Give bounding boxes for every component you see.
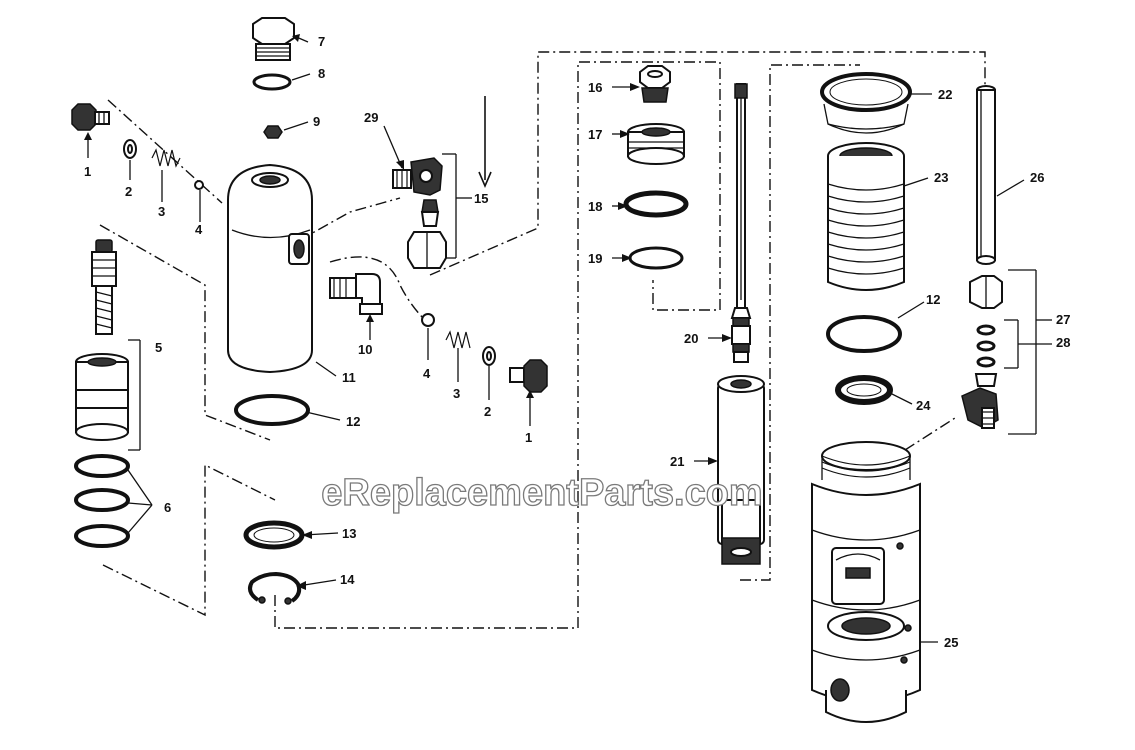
watermark-text: eReplacementParts.com xyxy=(321,472,762,514)
part-15-fitting-stack xyxy=(407,153,457,269)
part-4-ball-left xyxy=(194,180,204,190)
part-25-pump-housing xyxy=(811,441,921,723)
callout-28: 28 xyxy=(1056,335,1070,350)
part-1-plug-right xyxy=(509,359,548,393)
callout-9: 9 xyxy=(313,114,320,129)
part-6-orings xyxy=(74,454,153,548)
dash-retainer-to-stack xyxy=(274,61,721,629)
part-11-main-body xyxy=(227,163,313,374)
part-21-cylinder xyxy=(717,375,765,565)
part-27-fitting-assembly xyxy=(961,269,1037,435)
part-5-valve-stack xyxy=(75,239,141,451)
callout-2-left: 2 xyxy=(125,184,132,199)
leader-lines xyxy=(84,34,1025,643)
callout-17: 17 xyxy=(588,127,602,142)
callout-7: 7 xyxy=(318,34,325,49)
part-29-swivel-fitting xyxy=(392,157,443,196)
callout-12-left: 12 xyxy=(346,414,360,429)
part-20-piston-rod xyxy=(730,83,752,363)
part-1-plug-left xyxy=(71,103,110,131)
callout-labels: 1 2 3 4 5 6 7 8 9 10 11 12 13 14 29 15 4… xyxy=(84,34,1070,650)
part-23-threaded-sleeve xyxy=(827,142,905,291)
part-2-washer-left xyxy=(123,139,137,159)
part-22-sleeve-ring xyxy=(820,72,912,134)
part-12-oring-right xyxy=(826,315,902,353)
part-8-top-oring xyxy=(252,73,292,91)
dash-body-to-fitting xyxy=(299,197,401,241)
callout-24: 24 xyxy=(916,398,931,413)
callout-3-right: 3 xyxy=(453,386,460,401)
callout-14: 14 xyxy=(340,572,355,587)
dash-orings-to-seal xyxy=(102,463,276,617)
part-2-washer-right xyxy=(482,346,496,366)
callout-5: 5 xyxy=(155,340,162,355)
part-26-tube xyxy=(976,85,996,265)
part-9-top-ball xyxy=(263,125,283,139)
part-14-retaining-ring xyxy=(248,571,302,605)
part-13-seal xyxy=(243,520,305,550)
dash-piston-to-sleeve xyxy=(740,64,860,581)
callout-15: 15 xyxy=(474,191,488,206)
callout-20: 20 xyxy=(684,331,698,346)
callout-12-right: 12 xyxy=(926,292,940,307)
part-4-ball-right xyxy=(421,313,435,327)
callout-22: 22 xyxy=(938,87,952,102)
callout-4-right: 4 xyxy=(423,366,431,381)
callout-18: 18 xyxy=(588,199,602,214)
part-17-packing-gland xyxy=(627,123,685,165)
callout-19: 19 xyxy=(588,251,602,266)
dash-elbow-loop xyxy=(329,256,426,321)
callout-1-right: 1 xyxy=(525,430,532,445)
callout-11: 11 xyxy=(342,370,356,385)
callout-1-left: 1 xyxy=(84,164,91,179)
dash-top-route xyxy=(429,51,986,276)
callout-13: 13 xyxy=(342,526,356,541)
part-7-top-plug xyxy=(252,17,295,61)
callout-27: 27 xyxy=(1056,312,1070,327)
part-3-spring-left xyxy=(151,148,181,168)
part-16-nut xyxy=(639,65,671,103)
part-19-oring xyxy=(628,246,684,270)
dash-housing-to-fitting xyxy=(904,417,956,451)
part-3-spring-right xyxy=(445,330,471,349)
callout-8: 8 xyxy=(318,66,325,81)
part-18-oring xyxy=(623,190,689,218)
callout-4-left: 4 xyxy=(195,222,203,237)
direction-arrow xyxy=(478,96,492,189)
part-12-oring-left xyxy=(234,394,310,426)
callout-23: 23 xyxy=(934,170,948,185)
callout-21: 21 xyxy=(670,454,684,469)
callout-16: 16 xyxy=(588,80,602,95)
callout-26: 26 xyxy=(1030,170,1044,185)
part-10-elbow xyxy=(329,273,383,315)
callout-2-right: 2 xyxy=(484,404,491,419)
callout-10: 10 xyxy=(358,342,372,357)
callout-25: 25 xyxy=(944,635,958,650)
callout-3-left: 3 xyxy=(158,204,165,219)
callout-29: 29 xyxy=(364,110,378,125)
callout-6: 6 xyxy=(164,500,171,515)
part-24-seal xyxy=(835,375,893,405)
